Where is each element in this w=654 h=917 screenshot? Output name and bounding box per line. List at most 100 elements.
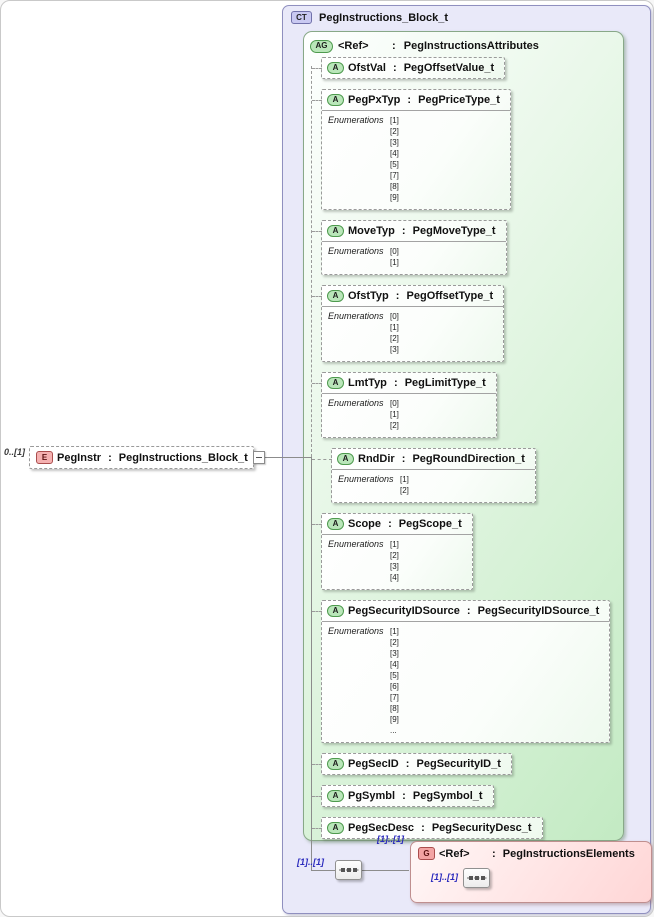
enumeration-value: [1] [390,323,399,332]
attribute-chain-line [311,66,312,457]
attribute-box[interactable]: A PegPxTyp : PegPriceType_t Enumerations… [312,89,511,210]
enumeration-values: [1][2][3][4][5][7][8][9] [390,115,399,203]
enumeration-value: [3] [390,562,399,571]
enumeration-values: [1][2][3][4][5][6][7][8][9]... [390,626,399,736]
enumeration-value: [7] [390,171,399,180]
element-group-ref: <Ref> [439,847,470,860]
enumeration-value: [3] [390,649,399,658]
attribute-icon: A [327,94,344,106]
element-group-type: PegInstructionsElements [502,847,635,860]
separator: : [402,758,413,770]
attribute-icon: A [327,290,344,302]
attribute-type: PegMoveType_t [412,225,496,237]
attribute-name: PegSecDesc [348,822,415,834]
attribute-header: A OfstTyp : PegOffsetType_t [322,286,504,307]
complex-type-title: PegInstructions_Block_t [319,11,448,24]
attribute-group-header: AG <Ref> : PegInstructionsAttributes [304,32,623,57]
enumerations-section: Enumerations [0][1][2] [322,394,496,437]
attribute-header: A LmtTyp : PegLimitType_t [322,373,496,394]
attribute-icon: A [327,822,344,834]
enumeration-value: [4] [390,149,399,158]
enumerations-section: Enumerations [1][2][3][4] [322,535,472,589]
enumerations-label: Enumerations [328,246,384,256]
element-group-header: G <Ref> : PegInstructionsElements [411,842,651,865]
attribute-name: PegSecID [348,758,399,770]
attribute-icon: A [327,605,344,617]
attribute-type: PegRoundDirection_t [412,453,525,465]
separator: : [389,62,400,74]
enumeration-value: [0] [390,312,399,321]
attribute-box[interactable]: A OfstVal : PegOffsetValue_t [311,57,506,79]
separator: : [390,377,401,389]
separator: : [385,518,395,530]
enumerations-section: Enumerations [1][2] [332,470,535,502]
enumeration-value: [1] [390,627,399,636]
enumeration-value: [2] [390,334,399,343]
attribute-group-box[interactable]: AG <Ref> : PegInstructionsAttributes A O… [303,31,624,841]
separator: : [489,847,499,860]
attribute-icon: A [327,377,344,389]
separator: : [389,40,399,52]
group-connector-line [311,870,335,871]
enumeration-value: [1] [390,410,399,419]
attribute-box[interactable]: A Scope : PegScope_t Enumerations [1][2]… [312,513,473,590]
complex-type-icon: CT [291,11,312,24]
separator: : [398,225,409,237]
connector-handle-icon[interactable] [253,451,265,464]
enumeration-value: [5] [390,160,399,169]
enumeration-values: [0][1][2] [390,398,399,431]
enumeration-value: [1] [390,540,399,549]
element-node[interactable]: E PegInstr : PegInstructions_Block_t [29,446,254,469]
enumerations-label: Enumerations [328,311,384,321]
attribute-icon: A [327,758,344,770]
attribute-box[interactable]: A MoveTyp : PegMoveType_t Enumerations [… [312,220,507,275]
separator: : [463,605,474,617]
attribute-name: RndDir [358,453,395,465]
enumeration-value: [8] [390,704,399,713]
separator: : [418,822,428,834]
enumeration-value: [4] [390,573,399,582]
separator: : [404,94,415,106]
attribute-box[interactable]: A PegSecurityIDSource : PegSecurityIDSou… [311,600,611,743]
attribute-type: PegSecurityIDSource_t [477,605,600,617]
attribute-box[interactable]: A PegSecDesc : PegSecurityDesc_t [312,817,543,839]
sequence-icon[interactable] [463,868,490,888]
attribute-type: PegSecurityID_t [416,758,501,770]
enumeration-value: [9] [390,193,399,202]
attribute-name: OfstVal [348,62,386,74]
attribute-icon: A [337,453,354,465]
attribute-icon: A [327,62,344,74]
complex-type-header: CT PegInstructions_Block_t [283,6,650,29]
attribute-header: A OfstVal : PegOffsetValue_t [322,58,504,78]
enumeration-value: [1] [400,475,409,484]
attribute-box[interactable]: A PegSecID : PegSecurityID_t [312,753,512,775]
attribute-box[interactable]: A PgSymbl : PegSymbol_t [312,785,494,807]
inner-sequence-cardinality: [1]..[1] [431,872,458,882]
enumeration-value: [2] [400,486,409,495]
attribute-box[interactable]: A LmtTyp : PegLimitType_t Enumerations [… [312,372,497,438]
attribute-header: A PegSecurityIDSource : PegSecurityIDSou… [322,601,610,622]
minus-glyph [256,457,262,458]
enumerations-label: Enumerations [328,115,384,125]
attribute-box[interactable]: A OfstTyp : PegOffsetType_t Enumerations… [311,285,505,362]
sequence-glyph [338,868,359,872]
attribute-icon: A [327,225,344,237]
enumerations-section: Enumerations [1][2][3][4][5][7][8][9] [322,111,510,209]
enumerations-label: Enumerations [328,626,384,636]
element-cardinality: 0..[1] [4,447,26,457]
enumerations-section: Enumerations [0][1] [322,242,506,274]
sequence-icon[interactable] [335,860,362,880]
attribute-icon: A [327,790,344,802]
enumeration-value: [8] [390,182,399,191]
separator: : [392,290,403,302]
complex-type-box[interactable]: CT PegInstructions_Block_t AG <Ref> : Pe… [282,5,652,914]
attribute-name: PegPxTyp [348,94,401,106]
sequence-glyph [466,876,487,880]
separator: : [399,790,409,802]
element-group-box[interactable]: G <Ref> : PegInstructionsElements [1]..[… [410,841,652,903]
enumerations-section: Enumerations [0][1][2][3] [322,307,503,361]
enumeration-value: [2] [390,551,399,560]
attribute-type: PegPriceType_t [418,94,500,106]
attribute-box[interactable]: A RndDir : PegRoundDirection_t Enumerati… [312,448,536,503]
